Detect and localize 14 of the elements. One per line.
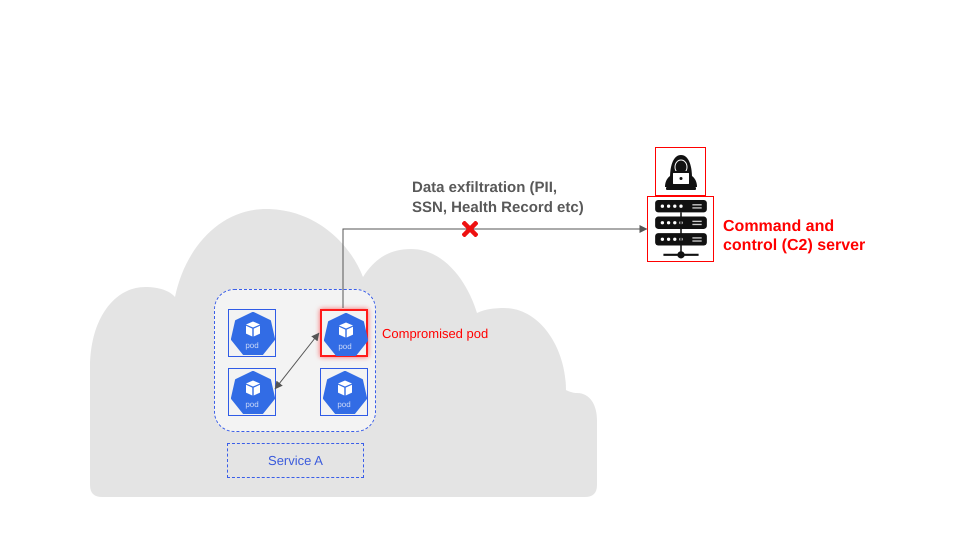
highlight-frame [655,147,706,196]
edge-label: Data exfiltration (PII, SSN, Health Record etc) [412,178,585,218]
service-frame [227,443,364,478]
pod-label: pod [337,342,353,351]
pod-label: pod [244,341,260,350]
arrow [342,225,648,308]
pod-label: pod [336,400,352,409]
service-label: Service A [268,452,323,468]
arrow [274,332,320,390]
pod-label: pod [244,400,260,409]
node-caption: Command and control (C2) server [723,217,866,255]
node-caption: Compromised pod [382,326,490,342]
dashed-group-box [214,289,376,432]
highlight-frame [647,196,714,262]
